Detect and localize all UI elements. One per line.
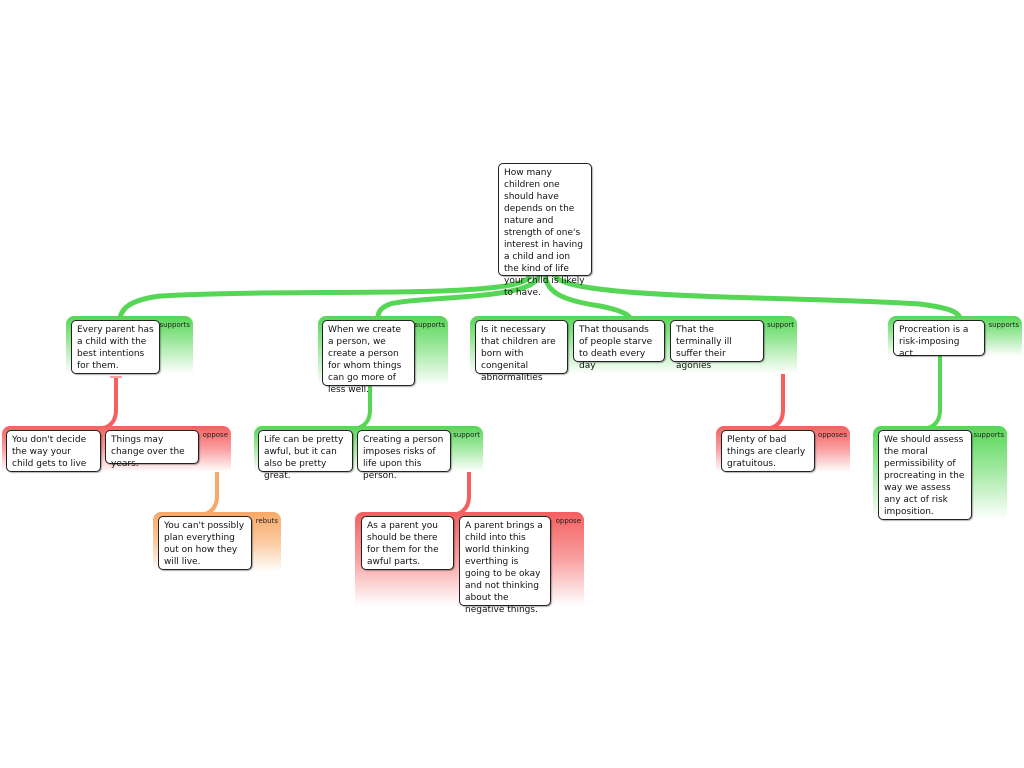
claim-f2[interactable]: Creating a person imposes risks of life … [357,430,451,481]
claim-a1[interactable]: Every parent has a child with the best i… [71,320,160,374]
relation-label: oppose [555,517,581,525]
claim-c1[interactable]: Is it necessary that children are born w… [475,320,568,383]
claim-h1[interactable]: We should assess the moral permissibilit… [878,430,972,520]
relation-label: rebuts [255,517,278,525]
claim-g1[interactable]: Plenty of bad things are clearly gratuit… [721,430,815,472]
claim-d1[interactable]: Procreation is a risk-imposing act. [893,320,985,359]
claim-b1[interactable]: When we create a person, we create a per… [322,320,415,395]
relation-label: supports [988,321,1019,329]
relation-label: supports [414,321,445,329]
link-e-i [204,465,219,516]
link-root-d [552,274,963,320]
claim-c3[interactable]: That the terminally ill suffer their ago… [670,320,764,371]
claim-j1[interactable]: As a parent you should be there for them… [361,516,454,570]
relation-label: oppose [202,431,228,439]
link-root-c [542,275,633,320]
link-d-h [927,356,942,430]
link-root-b [375,274,541,319]
relation-label: opposes [817,431,847,439]
claim-f1[interactable]: Life can be pretty awful, but it can als… [258,430,353,481]
claim-c2[interactable]: That thousands of people starve to death… [573,320,665,371]
claim-e1[interactable]: You don't decide the way your child gets… [6,430,101,472]
claim-j2[interactable]: A parent brings a child into this world … [459,516,551,615]
relation-label: supports [159,321,190,329]
claim-e2[interactable]: Things may change over the years. [105,430,199,469]
claim-i1[interactable]: You can't possibly plan everything out o… [158,516,252,570]
root-claim[interactable]: How many children one should have depend… [498,163,592,298]
relation-label: supports [973,431,1004,439]
relation-label: support [767,321,794,329]
link-a-e [103,377,118,430]
link-root-a [117,274,533,319]
link-f-j [456,465,471,516]
relation-label: support [453,431,480,439]
